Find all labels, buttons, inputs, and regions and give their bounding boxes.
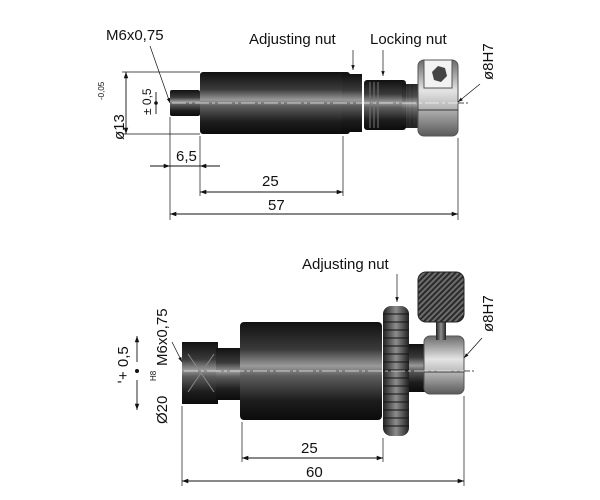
bottom-travel-minus: - [117, 373, 122, 390]
top-hex-socket-icon [432, 66, 447, 82]
bottom-bore-label: ø8H7 [480, 295, 497, 332]
top-diameter-tolerance: -0,05 [97, 81, 106, 100]
top-figure: M6x0,75 Adjusting nut Locking nut ø8H7 ø… [97, 27, 497, 220]
top-travel-label: ± 0,5 [140, 88, 154, 115]
top-locking-nut-label: Locking nut [370, 31, 448, 48]
top-bore-label: ø8H7 [480, 43, 497, 80]
top-thread-end [402, 84, 418, 128]
bottom-dim-mid: 25 [301, 440, 318, 457]
bottom-figure: Adjusting nut ø8H7 M6x0,75 Ø20 H8 + 0,5 … [115, 256, 497, 486]
bottom-diameter-label: Ø20 [154, 396, 171, 424]
bottom-neck [216, 348, 242, 400]
bottom-travel-label: + 0,5 [115, 346, 132, 380]
bottom-knurled-knob [417, 271, 465, 323]
top-dim-small: 6,5 [176, 148, 197, 165]
bottom-nut-teeth [383, 313, 409, 427]
top-diameter-label: ø13 [111, 114, 128, 140]
top-thread-label: M6x0,75 [106, 27, 164, 44]
bottom-thread [409, 344, 427, 392]
bottom-clamp [423, 335, 465, 395]
top-dim-total: 57 [268, 197, 285, 214]
bottom-square-pin [182, 342, 218, 404]
bottom-dim-total: 60 [306, 464, 323, 481]
bottom-thread-label: M6x0,75 [154, 308, 171, 366]
bottom-knob-stem [436, 316, 446, 340]
top-adjusting-nut-label: Adjusting nut [249, 31, 337, 48]
bottom-diameter-tolerance: H8 [149, 370, 158, 381]
top-dim-mid: 25 [262, 173, 279, 190]
bottom-adjusting-nut-label: Adjusting nut [302, 256, 390, 273]
